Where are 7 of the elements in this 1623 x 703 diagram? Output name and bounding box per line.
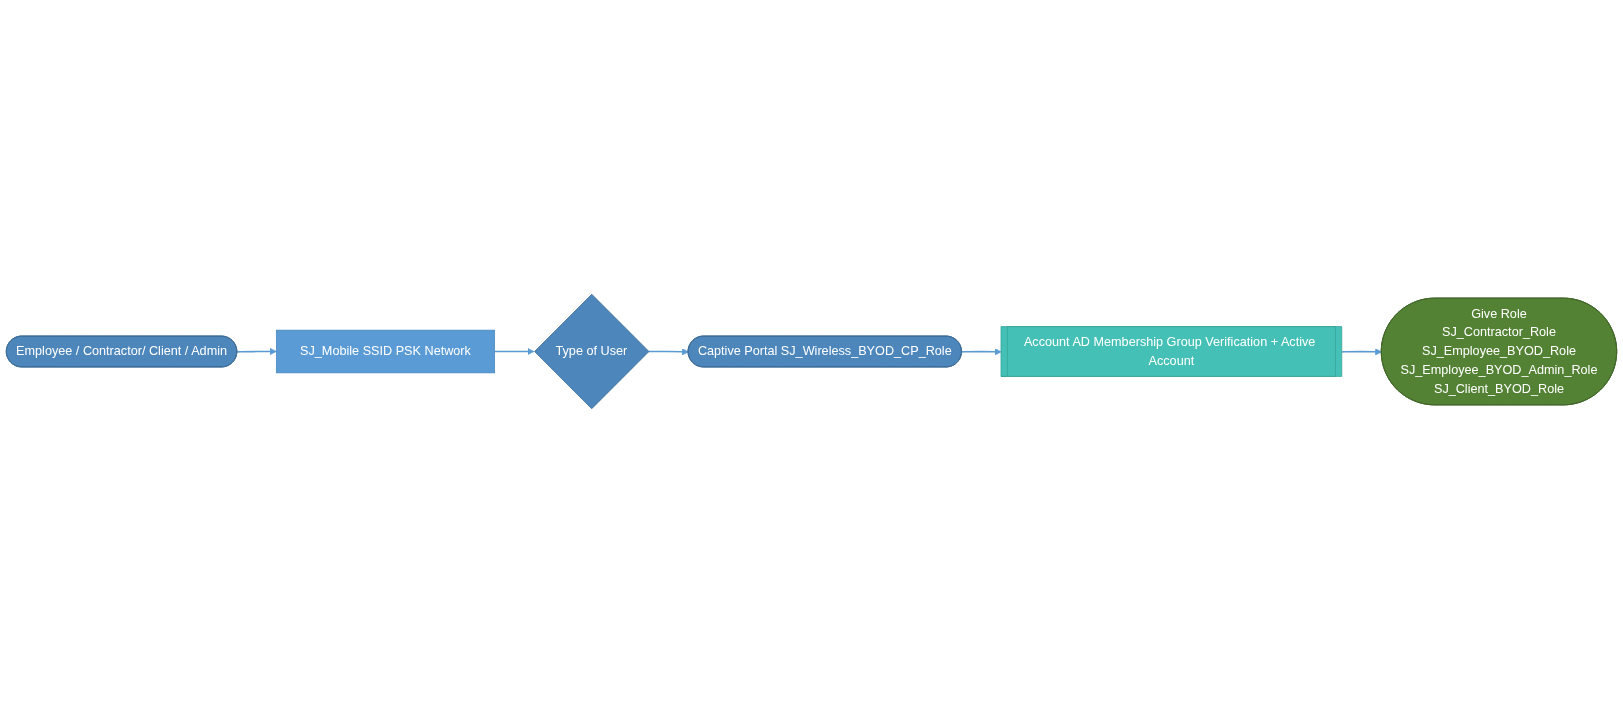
arrow xyxy=(236,348,277,355)
arrow xyxy=(1341,348,1382,356)
arrow xyxy=(961,348,1002,356)
node-diamond: Type of User xyxy=(534,293,650,410)
node-box: SJ_Mobile SSID PSK Network xyxy=(275,329,495,374)
arrow xyxy=(647,348,689,356)
arrow xyxy=(493,348,535,355)
